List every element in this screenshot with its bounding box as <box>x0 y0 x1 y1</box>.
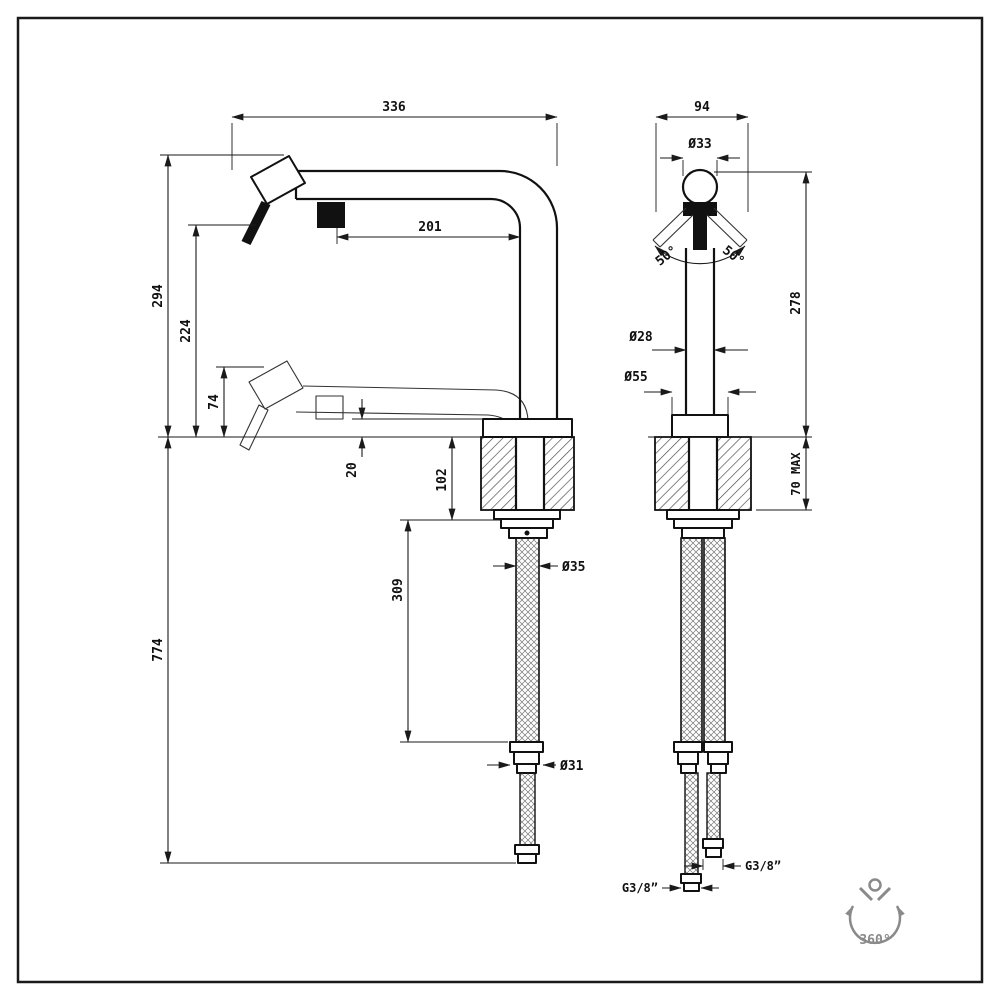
front-view: 94 Ø33 50° 50° Ø28 Ø55 278 <box>622 100 812 895</box>
hose-fitting-left <box>677 751 699 765</box>
dim-94-label: 94 <box>694 100 710 115</box>
dim-dia33-label: Ø33 <box>687 137 711 152</box>
control-block-side <box>317 202 345 228</box>
washer-side <box>493 509 561 520</box>
hose-end-nut-left <box>683 882 700 892</box>
hose-fitting-right <box>707 751 729 765</box>
hoses-front <box>673 537 733 892</box>
dim-thread-left-label: G3/8” <box>622 881 658 895</box>
locknut-front <box>673 518 733 529</box>
hose-side <box>509 537 544 864</box>
spray-head-front <box>681 168 719 206</box>
dim-swivel-left-label: 50° <box>653 243 681 269</box>
dim-70max-label: 70 MAX <box>789 452 803 496</box>
swivel-arc <box>654 245 746 265</box>
hose-end-nut-side <box>517 853 537 864</box>
spray-head-side <box>250 155 306 205</box>
dim-102-label: 102 <box>435 468 450 491</box>
washer-front <box>666 509 740 520</box>
lever-handle-side <box>241 201 271 245</box>
head-stem-front <box>693 216 707 250</box>
dimensions-front: 94 Ø33 50° 50° Ø28 Ø55 278 <box>622 100 812 895</box>
dim-swivel-right-label: 50° <box>719 243 747 269</box>
faucet-front-body <box>652 168 748 438</box>
locknut-side <box>500 518 554 529</box>
dim-dia28-label: Ø28 <box>628 330 653 345</box>
dim-20-label: 20 <box>345 462 360 478</box>
braided-hose-side <box>515 537 540 743</box>
rotation-arrow-icon <box>845 905 905 945</box>
hose-fitting-side <box>513 751 540 765</box>
dim-336-label: 336 <box>382 100 406 115</box>
dim-dia55-label: Ø55 <box>623 370 647 385</box>
braided-hose-right <box>703 537 726 743</box>
dim-309-label: 309 <box>391 578 406 601</box>
dim-201-label: 201 <box>418 220 442 235</box>
dim-dia31-label: Ø31 <box>559 759 584 774</box>
dim-dia35-label: Ø35 <box>561 560 585 575</box>
rotation-badge-label: 360° <box>859 933 890 948</box>
braided-hose-left <box>680 537 703 743</box>
dim-224-label: 224 <box>179 319 194 343</box>
side-view: 336 201 294 224 74 774 20 <box>151 100 585 864</box>
dim-74-label: 74 <box>207 394 222 410</box>
dimensions-side: 336 201 294 224 74 774 20 <box>151 100 585 864</box>
dim-278-label: 278 <box>789 291 804 315</box>
mounting-front <box>654 436 752 539</box>
base-flange-side <box>482 418 573 438</box>
base-flange-front <box>671 414 729 438</box>
mounting-side <box>480 436 575 539</box>
sheet-border <box>16 16 984 984</box>
dim-774-label: 774 <box>151 638 166 662</box>
faucet-side-body <box>241 155 573 438</box>
rotation-badge: 360° <box>845 878 905 948</box>
dim-294-label: 294 <box>151 284 166 308</box>
swivel-range-lines <box>652 207 748 248</box>
hose-end-nut-right <box>705 847 722 858</box>
dim-thread-right-label: G3/8” <box>745 859 781 873</box>
head-collar-front <box>683 202 717 216</box>
badge-faucet-head-icon <box>868 878 882 892</box>
